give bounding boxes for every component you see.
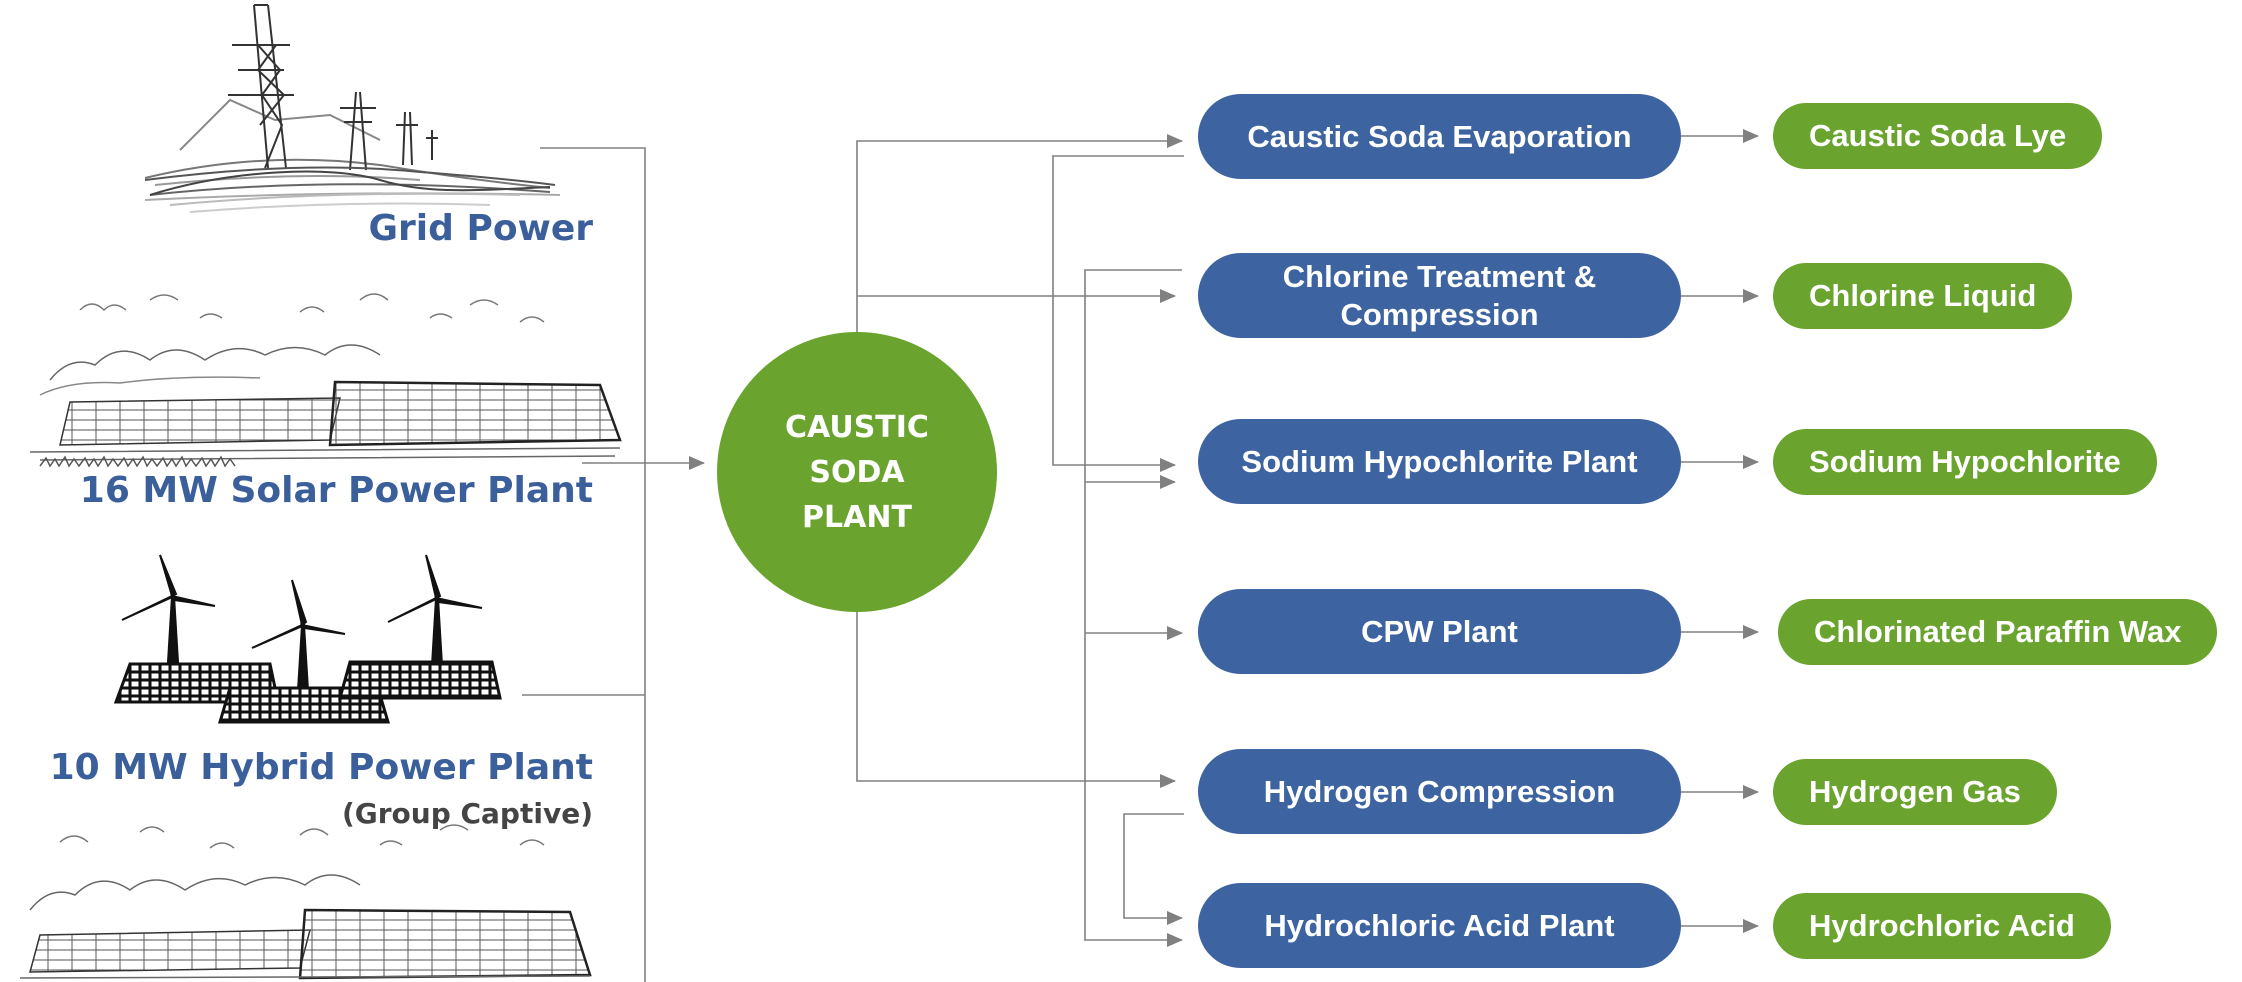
product-connectors: [1681, 129, 1759, 933]
solar-panel-field-illustration: [29, 293, 622, 468]
product-caustic-soda-lye: Caustic Soda Lye: [1773, 103, 2103, 169]
product-hydrochloric-acid: Hydrochloric Acid: [1773, 893, 2111, 959]
hybrid-power-plant-sublabel: (Group Captive): [341, 797, 593, 830]
hybrid-power-plant-label: 10 MW Hybrid Power Plant: [49, 747, 593, 788]
caustic-soda-plant-node: CAUSTIC SODA PLANT: [717, 332, 997, 612]
process-caustic-soda-evaporation: Caustic Soda Evaporation: [1198, 94, 1681, 179]
plant-label-line: SODA: [809, 454, 905, 490]
product-sodium-hypochlorite: Sodium Hypochlorite: [1773, 429, 2157, 495]
transmission-tower-illustration: [144, 4, 561, 213]
solar-panel-field-illustration: [19, 824, 592, 980]
process-cpw-plant: CPW Plant: [1198, 589, 1681, 674]
process-hydrogen-compression: Hydrogen Compression: [1198, 749, 1681, 834]
grid-power-label: Grid Power: [368, 208, 594, 249]
process-hydrochloric-acid-plant: Hydrochloric Acid Plant: [1198, 883, 1681, 968]
product-hydrogen-gas: Hydrogen Gas: [1773, 759, 2057, 825]
product-chlorinated-paraffin-wax: Chlorinated Paraffin Wax: [1778, 599, 2218, 665]
plant-label-line: PLANT: [802, 499, 912, 535]
source-connectors: [522, 147, 705, 982]
solar-power-plant-label: 16 MW Solar Power Plant: [79, 470, 593, 511]
process-chlorine-treatment-compression: Chlorine Treatment & Compression: [1198, 253, 1681, 338]
product-chlorine-liquid: Chlorine Liquid: [1773, 263, 2073, 329]
wind-turbine-solar-hybrid-illustration: [113, 554, 502, 724]
process-sodium-hypochlorite-plant: Sodium Hypochlorite Plant: [1198, 419, 1681, 504]
plant-label-line: CAUSTIC: [785, 409, 929, 445]
process-connectors: [856, 134, 1184, 947]
